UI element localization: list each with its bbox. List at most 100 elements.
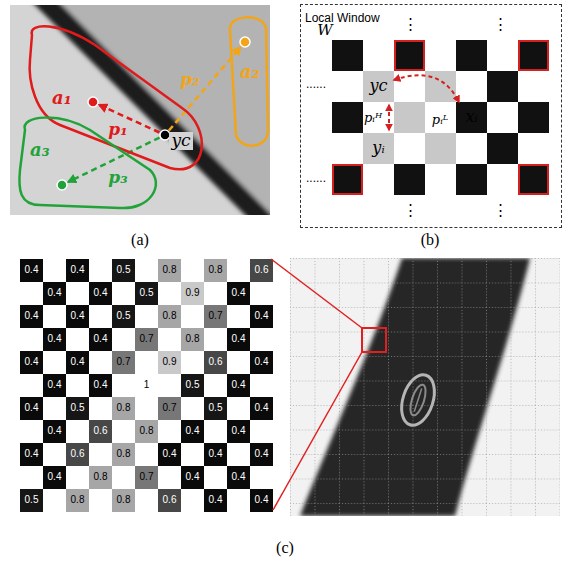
- grid-cell: [394, 40, 425, 71]
- cell-value: 0.4: [255, 449, 269, 460]
- weight-cell: [20, 397, 43, 420]
- region-outline: a₂: [220, 10, 272, 155]
- weight-cell: [112, 259, 135, 282]
- grid-cell: [518, 133, 549, 164]
- weight-cell: [66, 305, 89, 328]
- weight-cell: [250, 443, 273, 466]
- cell-value: 0.4: [71, 357, 85, 368]
- pixel-label: xᵢ: [465, 109, 477, 126]
- weight-cell: [158, 397, 181, 420]
- cell-value: 0.6: [209, 357, 223, 368]
- distance-label: p₁: [108, 121, 127, 139]
- weight-cell: [227, 466, 250, 489]
- distance-arrow: [394, 75, 459, 102]
- pixel-label: yc: [370, 78, 388, 95]
- distance-arrow: [388, 105, 390, 130]
- grid-cell: [332, 40, 363, 71]
- cell-value: 0.9: [163, 357, 177, 368]
- grayscale-image: [290, 258, 560, 516]
- region-shape: [15, 108, 165, 214]
- weight-cell: [227, 282, 250, 305]
- weight-cell: [204, 443, 227, 466]
- weight-cell: [227, 374, 250, 397]
- region-point: [88, 97, 98, 107]
- cell-value: 0.4: [25, 357, 39, 368]
- cell-value: 0.8: [117, 403, 131, 414]
- weight-cell: [66, 443, 89, 466]
- grid-cell: [518, 102, 549, 133]
- grid-cell: [487, 102, 518, 133]
- region-label: a₁: [52, 88, 72, 108]
- panel-caption: (c): [276, 540, 294, 557]
- weight-cell: [20, 443, 43, 466]
- grid-cell: [363, 164, 394, 195]
- cell-value: 0.4: [94, 380, 108, 391]
- cell-value: 0.4: [48, 472, 62, 483]
- cell-value: 0.5: [186, 380, 200, 391]
- grid-cell: [332, 71, 363, 102]
- cell-value: 0.4: [94, 288, 108, 299]
- weight-cell: [204, 259, 227, 282]
- grid-cell: [487, 40, 518, 71]
- grid-cell: [456, 71, 487, 102]
- weight-cell: [66, 489, 89, 512]
- weight-cell: [204, 305, 227, 328]
- cell-value: 0.7: [209, 311, 223, 322]
- grid-cell: [425, 40, 456, 71]
- region-label: a₂: [240, 62, 260, 82]
- ellipsis: ⋮: [403, 203, 418, 219]
- cell-value: 0.6: [94, 426, 108, 437]
- cell-value: 0.5: [25, 495, 39, 506]
- weight-cell: [158, 489, 181, 512]
- weight-cell: [43, 466, 66, 489]
- cell-value: 0.7: [163, 403, 177, 414]
- cell-value: 0.4: [48, 334, 62, 345]
- grid-cell: [332, 164, 363, 195]
- weight-cell: [20, 305, 43, 328]
- weight-cell: [43, 328, 66, 351]
- highlight-cell: [333, 165, 362, 194]
- cell-value: 0.4: [232, 334, 246, 345]
- weight-grid: [20, 259, 273, 512]
- weight-cell: [204, 351, 227, 374]
- weight-cell: [158, 443, 181, 466]
- weight-cell: [20, 351, 43, 374]
- weight-cell: [250, 259, 273, 282]
- checkerboard: [332, 40, 549, 195]
- ellipsis: ⋮: [493, 203, 508, 219]
- cell-value: 0.4: [255, 357, 269, 368]
- panel-caption: (a): [131, 232, 149, 249]
- weight-cell: [181, 374, 204, 397]
- grid-cell: [456, 102, 487, 133]
- weight-cell: [227, 328, 250, 351]
- weight-cell: [43, 282, 66, 305]
- weight-cell: [227, 420, 250, 443]
- cell-value: 0.8: [209, 265, 223, 276]
- cell-value: 0.7: [140, 334, 154, 345]
- grid-cell: [518, 71, 549, 102]
- cell-value: 0.4: [232, 472, 246, 483]
- weight-cell: [89, 466, 112, 489]
- weight-cell: [66, 397, 89, 420]
- grid-cell: [332, 102, 363, 133]
- region-outline: [230, 17, 268, 145]
- weight-cell: [250, 489, 273, 512]
- cell-value: 0.4: [232, 380, 246, 391]
- weight-cell: [112, 443, 135, 466]
- cell-value: 0.4: [255, 403, 269, 414]
- weight-cell: [89, 420, 112, 443]
- zoom-box: [362, 328, 386, 352]
- cell-value: 0.5: [71, 403, 85, 414]
- weight-cell: [43, 420, 66, 443]
- cell-value: 0.4: [71, 311, 85, 322]
- window-label: W: [317, 23, 332, 39]
- local-window: Local Window: [300, 4, 562, 228]
- weight-cell: [250, 397, 273, 420]
- cell-value: 0.4: [71, 265, 85, 276]
- cell-value: 0.4: [232, 426, 246, 437]
- weight-cell: [89, 328, 112, 351]
- cell-value: 0.4: [255, 311, 269, 322]
- cell-value: 0.4: [94, 334, 108, 345]
